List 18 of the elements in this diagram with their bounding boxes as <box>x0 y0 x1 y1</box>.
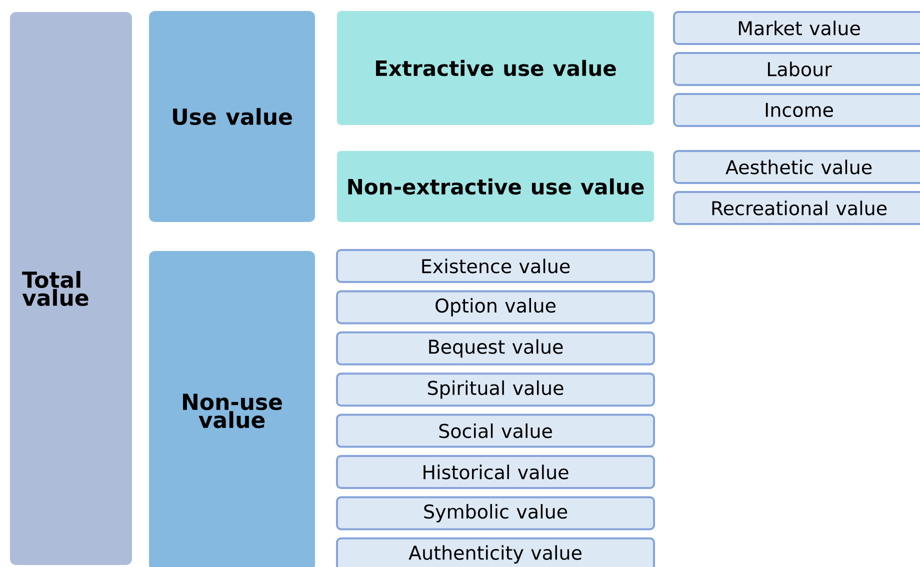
value-item-box: Historical value <box>336 455 655 489</box>
total-value-box: Total value <box>10 12 132 565</box>
value-type-box: Extractive use value <box>337 11 654 125</box>
value-item-box: Symbolic value <box>336 496 655 530</box>
value-item-box: Aesthetic value <box>673 150 920 184</box>
value-item-box: Recreational value <box>673 191 920 225</box>
value-item-box: Bequest value <box>336 331 655 366</box>
value-item-box: Option value <box>336 290 655 324</box>
value-item-box: Spiritual value <box>336 372 655 407</box>
value-item-box: Market value <box>673 11 920 45</box>
value-category-box: Non-use value <box>149 251 315 567</box>
value-item-box: Existence value <box>336 249 655 283</box>
value-item-box: Authenticity value <box>336 537 655 567</box>
value-item-box: Income <box>673 93 920 127</box>
value-category-box: Use value <box>149 11 315 222</box>
value-type-box: Non-extractive use value <box>337 151 654 222</box>
value-item-box: Labour <box>673 52 920 86</box>
value-item-box: Social value <box>336 414 655 448</box>
